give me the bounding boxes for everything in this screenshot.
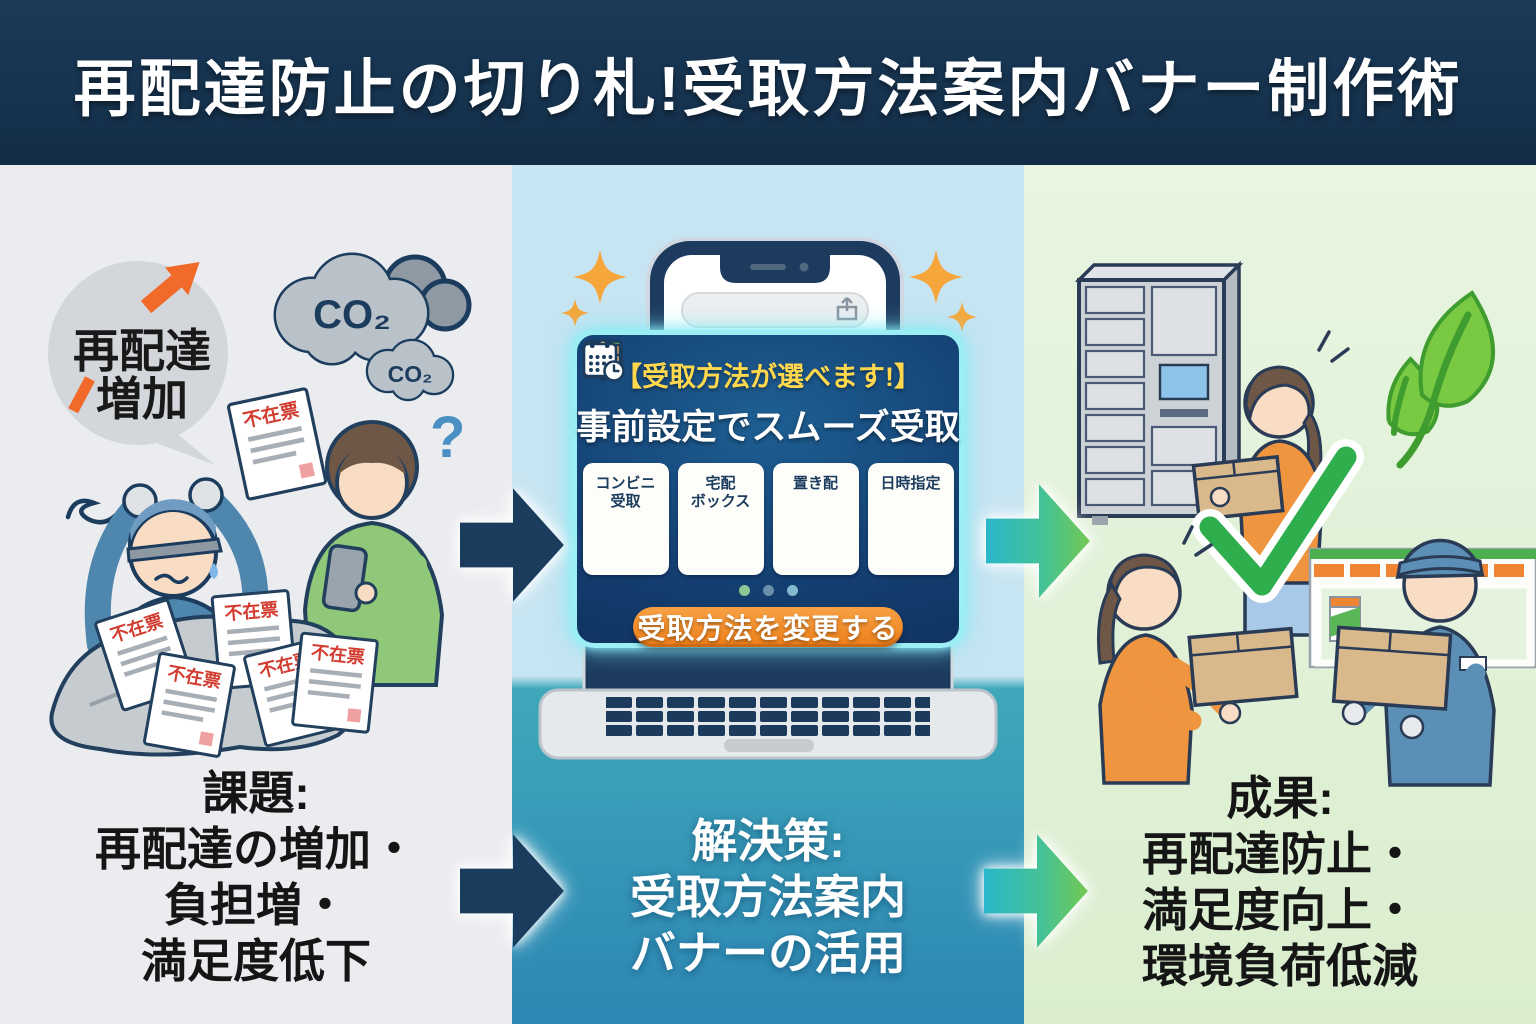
calendar-clock-icon <box>582 339 625 382</box>
option-label: 宅配 ボックス <box>690 475 751 510</box>
up-arrow-icon <box>140 262 200 314</box>
caption-line: 環境負荷低減 <box>1142 940 1418 992</box>
absence-slip-pile <box>49 588 380 759</box>
option-tile-convenience-store[interactable]: コンビニ 受取 <box>581 340 669 575</box>
caption-line: 解決策: <box>691 815 845 867</box>
banner-subheadline: 事前設定でスムーズ受取 <box>576 408 960 447</box>
stress-scribble <box>65 498 119 525</box>
svg-text:再配達: 再配達 <box>73 325 211 377</box>
change-pickup-method-button[interactable]: 受取方法を変更する <box>633 607 903 647</box>
result-column: 成果: 再配達防止・ 満足度向上・ 環境負荷低減 <box>1024 165 1536 1024</box>
caption-line: 課題: <box>202 767 310 819</box>
solution-caption: 解決策: 受取方法案内 バナーの活用 <box>512 813 1024 981</box>
caption-line: 成果: <box>1226 772 1334 824</box>
problem-column: 不在票 再配達 増加 <box>0 165 512 1024</box>
carousel-dot[interactable] <box>738 585 750 596</box>
carousel-dot[interactable] <box>786 585 798 596</box>
option-label: 置き配 <box>792 475 838 492</box>
main-title: 再配達防止の切り札!受取方法案内バナー制作術 <box>73 54 1463 124</box>
check-icon <box>1192 439 1364 603</box>
carousel-dots <box>738 585 798 596</box>
leaf-icon <box>1386 290 1495 469</box>
search-bar[interactable] <box>681 292 869 328</box>
caption-line: 負担増・ <box>164 879 348 931</box>
absence-slip <box>226 386 328 502</box>
svg-text:増加: 増加 <box>96 373 188 425</box>
caption-line: 再配達の増加・ <box>95 823 417 875</box>
redelivery-increase-bubble: 再配達 増加 <box>48 261 228 465</box>
option-tile-okihai[interactable]: 置き配 <box>584 343 859 575</box>
solution-column: 【受取方法が選べます!】 事前設定でスムーズ受取 コンビニ 受取 <box>512 165 1024 1024</box>
caption-line: 満足度向上・ <box>1142 884 1418 936</box>
option-tile-delivery-box[interactable]: 宅配 ボックス <box>582 338 764 575</box>
svg-text:CO₂: CO₂ <box>313 293 391 337</box>
option-tile-datetime[interactable]: 日時指定 <box>582 339 954 575</box>
problem-caption: 課題: 再配達の増加・ 負担増・ 満足度低下 <box>0 765 512 989</box>
pickup-options: コンビニ 受取 宅配 ボックス <box>581 338 954 575</box>
svg-text:CO₂: CO₂ <box>388 361 433 387</box>
banner-headline: 【受取方法が選べます!】 <box>615 362 921 392</box>
result-illustration <box>1074 260 1536 787</box>
co2-cloud-icon: CO₂ CO₂ <box>273 252 472 402</box>
carousel-dot[interactable] <box>762 585 774 596</box>
question-icon: ? <box>430 405 465 470</box>
result-caption: 成果: 再配達防止・ 満足度向上・ 環境負荷低減 <box>1024 770 1536 994</box>
caption-line: 再配達防止・ <box>1142 828 1418 880</box>
problem-illustration: 不在票 再配達 増加 <box>48 252 472 759</box>
option-label: 日時指定 <box>880 475 941 492</box>
caption-line: バナーの活用 <box>630 927 906 979</box>
share-icon <box>836 297 858 321</box>
caption-line: 受取方法案内 <box>630 871 906 923</box>
option-label: コンビニ 受取 <box>595 475 656 510</box>
caption-line: 満足度低下 <box>141 935 371 987</box>
courier-handing-box <box>1331 538 1496 787</box>
receiving-woman <box>1097 525 1299 785</box>
title-bar: 再配達防止の切り札!受取方法案内バナー制作術 <box>0 0 1536 165</box>
pickup-banner-card: 【受取方法が選べます!】 事前設定でスムーズ受取 コンビニ 受取 <box>572 330 964 648</box>
